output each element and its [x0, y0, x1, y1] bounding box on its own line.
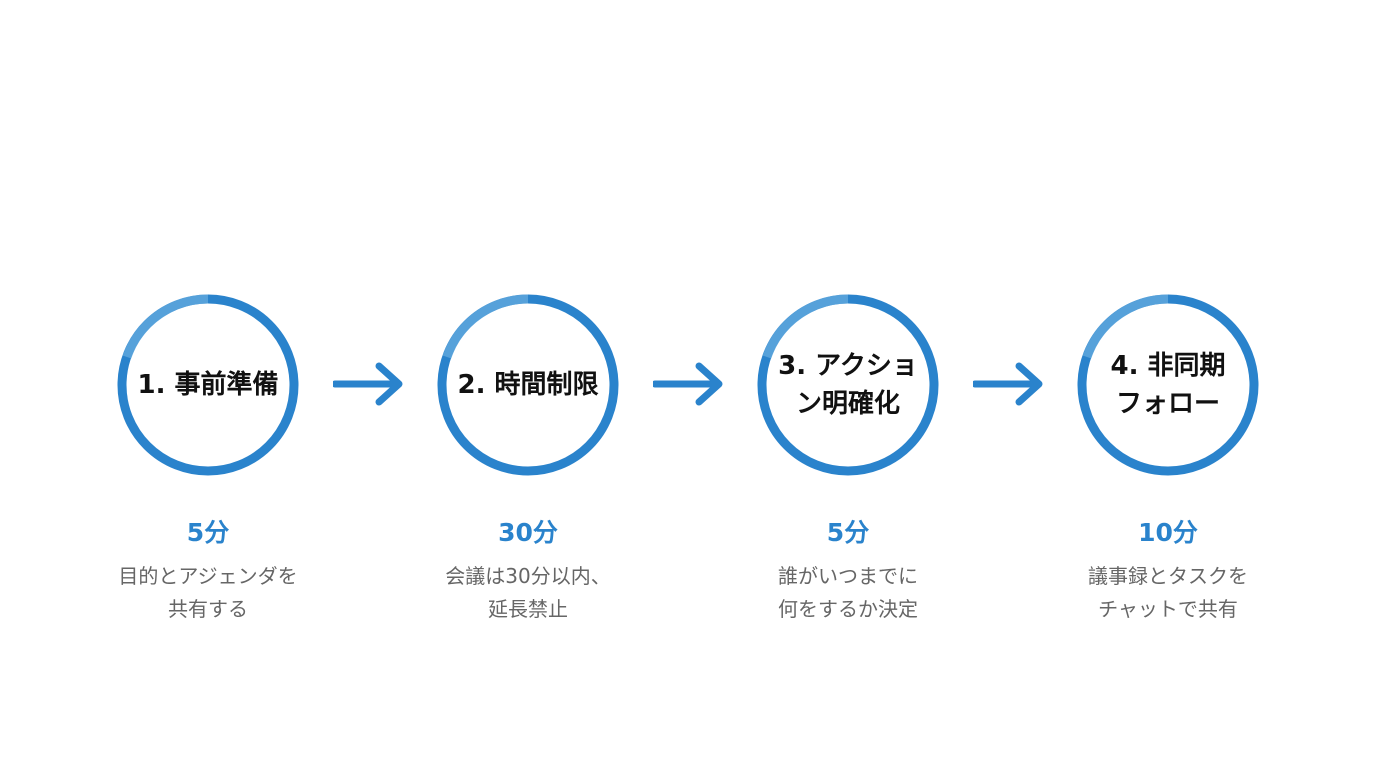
step-4-title: 4. 非同期 フォロー	[1110, 351, 1226, 419]
step-2-circle: 2. 時間制限	[435, 292, 621, 478]
step-1-description: 目的とアジェンダを 共有する	[118, 564, 298, 621]
step-4: 4. 非同期 フォロー 10分 議事録とタスクを チャットで共有	[1008, 292, 1328, 626]
ring-icon	[117, 294, 299, 476]
step-4-duration: 10分	[1138, 518, 1198, 547]
step-3: 3. アクショ ン明確化 5分 誰がいつまでに 何をするか決定	[688, 292, 1008, 626]
step-1: 1. 事前準備 5分 目的とアジェンダを 共有する	[48, 292, 368, 626]
step-2-description: 会議は30分以内、 延長禁止	[445, 564, 611, 621]
arrow-right-icon	[973, 362, 1043, 406]
step-3-duration: 5分	[826, 518, 870, 547]
step-2: 2. 時間制限 30分 会議は30分以内、 延長禁止	[368, 292, 688, 626]
step-3-description: 誰がいつまでに 何をするか決定	[778, 564, 918, 621]
step-1-duration: 5分	[186, 518, 230, 547]
step-4-circle: 4. 非同期 フォロー	[1075, 292, 1261, 478]
step-4-description: 議事録とタスクを チャットで共有	[1088, 564, 1248, 621]
arrow-right-icon	[653, 362, 723, 406]
step-3-title: 3. アクショ ン明確化	[778, 351, 918, 419]
step-2-title: 2. 時間制限	[457, 370, 599, 400]
ring-icon	[437, 294, 619, 476]
ring-icon	[757, 294, 939, 476]
step-1-title: 1. 事前準備	[137, 370, 279, 400]
ring-icon	[1077, 294, 1259, 476]
step-2-duration: 30分	[498, 518, 558, 547]
step-1-circle: 1. 事前準備	[115, 292, 301, 478]
step-3-circle: 3. アクショ ン明確化	[755, 292, 941, 478]
arrow-right-icon	[333, 362, 403, 406]
